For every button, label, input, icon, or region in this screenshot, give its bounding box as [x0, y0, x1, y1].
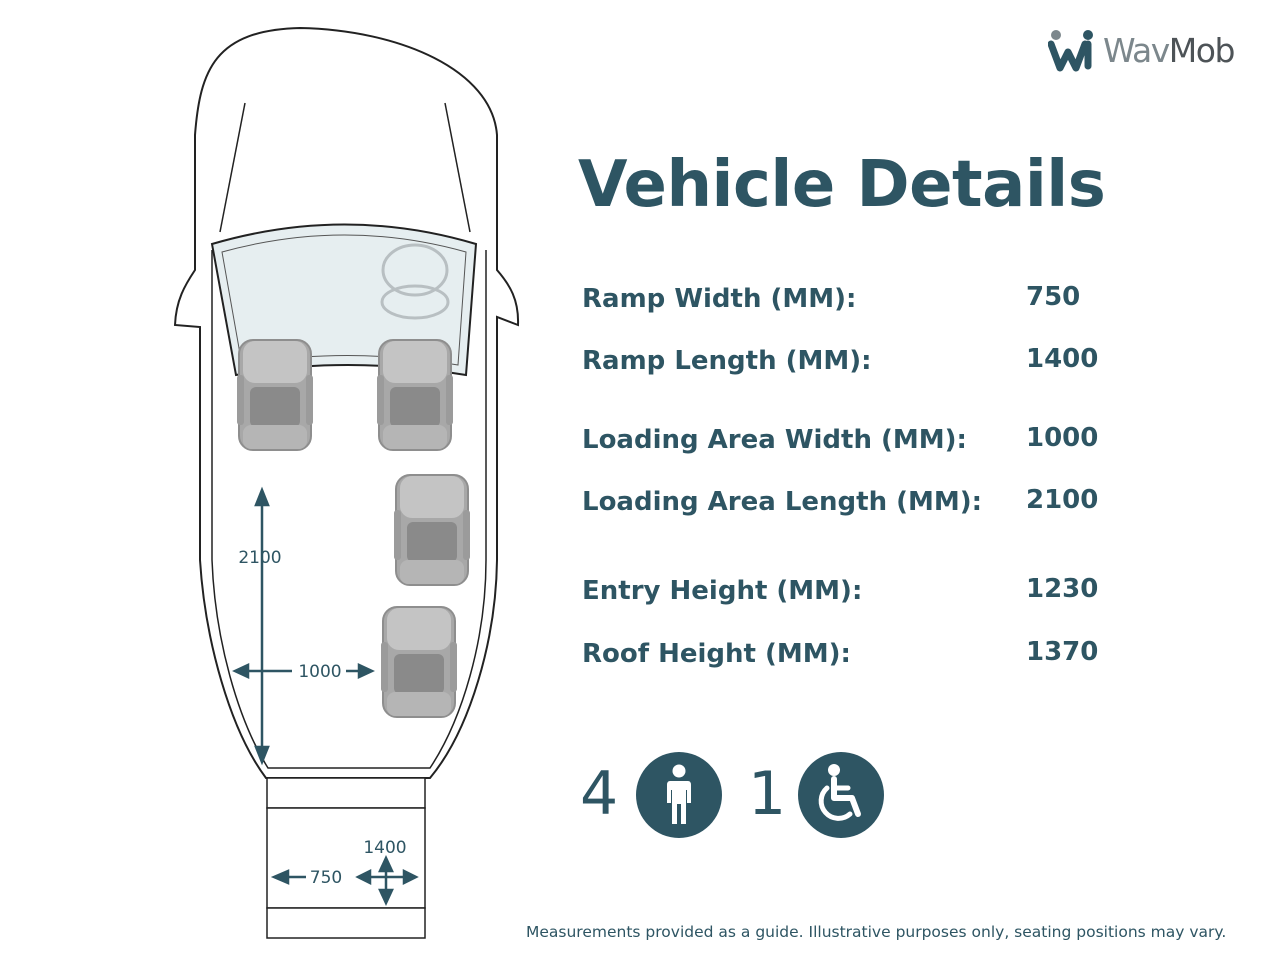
spec-label-loading-width: Loading Area Width (MM): — [582, 425, 967, 455]
spec-label-ramp-length: Ramp Length (MM): — [582, 346, 872, 376]
spec-value-entry-height: 1230 — [1026, 574, 1099, 604]
seated-count: 4 — [580, 759, 619, 829]
brand-logo: WavMob — [1048, 28, 1235, 72]
ramp-upper — [266, 777, 426, 809]
ramp-length-arrow — [355, 855, 419, 906]
seat-rear-1 — [393, 474, 471, 586]
ramp-lower — [266, 907, 426, 939]
ramp-width-label: 750 — [310, 868, 342, 888]
seat-rear-2 — [380, 606, 458, 718]
footnote: Measurements provided as a guide. Illust… — [526, 923, 1227, 941]
spec-value-roof-height: 1370 — [1026, 637, 1099, 667]
person-icon — [667, 764, 691, 824]
ramp-width-arrow — [270, 869, 306, 885]
spec-label-entry-height: Entry Height (MM): — [582, 576, 863, 606]
hood-line-left — [219, 102, 246, 233]
brand-name: WavMob — [1103, 30, 1235, 70]
ramp-length-label: 1400 — [363, 838, 406, 858]
seat-front-right — [376, 339, 454, 451]
vehicle-diagram: 2100 1000 1400 750 — [173, 26, 520, 939]
cabin-inner-line — [211, 250, 487, 769]
loading-width-label: 1000 — [298, 662, 341, 682]
wheelchair-badge — [798, 752, 884, 838]
spec-value-ramp-length: 1400 — [1026, 344, 1099, 374]
hood-line-right — [444, 102, 471, 233]
spec-value-ramp-width: 750 — [1026, 282, 1081, 312]
person-badge — [636, 752, 722, 838]
spec-value-loading-width: 1000 — [1026, 423, 1099, 453]
seat-front-left — [236, 339, 314, 451]
page-title: Vehicle Details — [578, 148, 1106, 222]
brand-logo-icon — [1048, 30, 1093, 72]
ramp — [266, 807, 426, 909]
loading-length-label: 2100 — [238, 548, 281, 568]
steering-wheel — [380, 243, 450, 320]
spec-value-loading-length: 2100 — [1026, 485, 1099, 515]
wheelchair-icon — [818, 764, 861, 821]
spec-label-roof-height: Roof Height (MM): — [582, 639, 851, 669]
wheelchair-count: 1 — [748, 759, 787, 829]
width-arrow — [232, 663, 375, 679]
spec-label-ramp-width: Ramp Width (MM): — [582, 284, 857, 314]
length-arrow — [254, 486, 270, 766]
spec-label-loading-length: Loading Area Length (MM): — [582, 487, 983, 517]
